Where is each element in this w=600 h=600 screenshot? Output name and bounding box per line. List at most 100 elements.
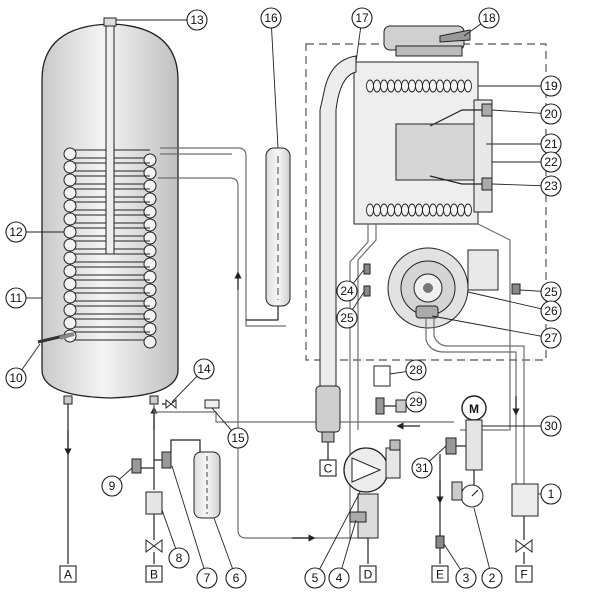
anode-rod — [103, 17, 117, 255]
callout-13: 13 — [116, 9, 208, 31]
callout-2: 2 — [473, 507, 503, 589]
callout-27: 27 — [431, 315, 562, 349]
callout-3: 3 — [443, 543, 477, 589]
connection-e: E — [431, 565, 449, 583]
callout-22: 22 — [492, 151, 562, 173]
callout-number: 5 — [312, 571, 319, 585]
connection-a: A — [59, 565, 77, 583]
coil-pipes — [153, 147, 454, 542]
callout-number: 17 — [355, 11, 369, 25]
pressure-gauge — [451, 481, 484, 508]
callout-number: 27 — [544, 331, 558, 345]
callout-21: 21 — [486, 133, 562, 155]
callout-number: 28 — [409, 363, 423, 377]
callout-number: 23 — [544, 179, 558, 193]
callout-9: 9 — [101, 467, 133, 497]
callout-17: 17 — [351, 7, 373, 63]
motor-label: M — [469, 402, 479, 416]
callout-number: 20 — [544, 107, 558, 121]
connection-f: F — [515, 565, 533, 583]
connection-label: A — [64, 568, 72, 582]
pressure-switches — [373, 365, 407, 415]
cold-inlet-line — [131, 404, 201, 564]
callout-23: 23 — [491, 175, 562, 197]
callout-number: 25 — [544, 285, 558, 299]
callout-10: 10 — [5, 343, 41, 389]
callout-12: 12 — [5, 221, 64, 243]
callout-number: 4 — [336, 571, 343, 585]
callout-number: 1 — [548, 487, 555, 501]
sanitary-expansion-vessel — [193, 451, 221, 519]
callout-14: 14 — [171, 358, 215, 403]
callout-25: 25 — [336, 291, 365, 329]
sensor-pocket — [37, 332, 75, 344]
flue-terminal — [383, 25, 471, 57]
callout-number: 3 — [463, 571, 470, 585]
electrodes — [429, 103, 493, 191]
callout-number: 15 — [231, 431, 245, 445]
callout-number: 13 — [190, 13, 204, 27]
connection-d: D — [359, 565, 377, 583]
callout-11: 11 — [5, 287, 42, 309]
callout-26: 26 — [467, 291, 562, 322]
connection-label: B — [150, 568, 158, 582]
callout-number: 8 — [176, 551, 183, 565]
callout-number: 7 — [204, 571, 211, 585]
callout-5: 5 — [304, 491, 361, 589]
callout-31: 31 — [411, 445, 447, 479]
callout-number: 12 — [9, 225, 23, 239]
filling-line — [435, 454, 445, 564]
callout-number: 25 — [340, 311, 354, 325]
callout-15: 15 — [211, 407, 249, 449]
tank-outlets — [63, 395, 159, 564]
callout-24: 24 — [336, 269, 365, 302]
callout-number: 26 — [544, 304, 558, 318]
callout-29: 29 — [405, 391, 427, 413]
callout-number: 24 — [340, 284, 354, 298]
callout-number: 9 — [109, 479, 116, 493]
callout-number: 31 — [415, 461, 429, 475]
callout-number: 2 — [489, 571, 496, 585]
callout-number: 18 — [482, 11, 496, 25]
boiler-pipes — [349, 223, 525, 540]
connection-label: F — [520, 568, 527, 582]
callout-1: 1 — [538, 483, 562, 505]
callout-30: 30 — [482, 415, 562, 437]
callout-20: 20 — [491, 103, 562, 125]
callout-28: 28 — [389, 359, 427, 381]
callout-number: 29 — [409, 395, 423, 409]
callout-number: 30 — [544, 419, 558, 433]
diverter-valve — [445, 395, 487, 494]
hx-coils-bottom — [366, 203, 472, 217]
callout-number: 10 — [9, 371, 23, 385]
hx-coils-top — [366, 79, 472, 93]
callout-18: 18 — [463, 7, 500, 37]
callout-19: 19 — [478, 75, 562, 97]
fan — [387, 247, 499, 329]
callout-25: 25 — [519, 281, 562, 303]
callout-number: 6 — [233, 571, 240, 585]
pump — [343, 439, 401, 564]
callout-6: 6 — [213, 517, 247, 589]
callout-7: 7 — [171, 465, 218, 589]
connection-c: C — [319, 459, 337, 477]
callout-number: 11 — [10, 291, 23, 305]
expansion-vessel — [246, 147, 291, 321]
connection-label: E — [436, 568, 444, 582]
connection-b: B — [145, 565, 163, 583]
safety-valve — [349, 511, 367, 523]
callout-number: 22 — [544, 155, 558, 169]
callout-number: 14 — [197, 362, 211, 376]
callout-8: 8 — [161, 509, 190, 569]
connection-label: C — [324, 462, 333, 476]
callout-number: 21 — [544, 137, 558, 151]
callout-number: 19 — [544, 79, 558, 93]
connections: A B C D E F — [59, 459, 533, 583]
callout-number: 16 — [264, 11, 278, 25]
flue-duct — [315, 55, 357, 443]
flow-component — [511, 483, 539, 564]
connection-label: D — [364, 568, 373, 582]
callout-16: 16 — [260, 7, 282, 149]
